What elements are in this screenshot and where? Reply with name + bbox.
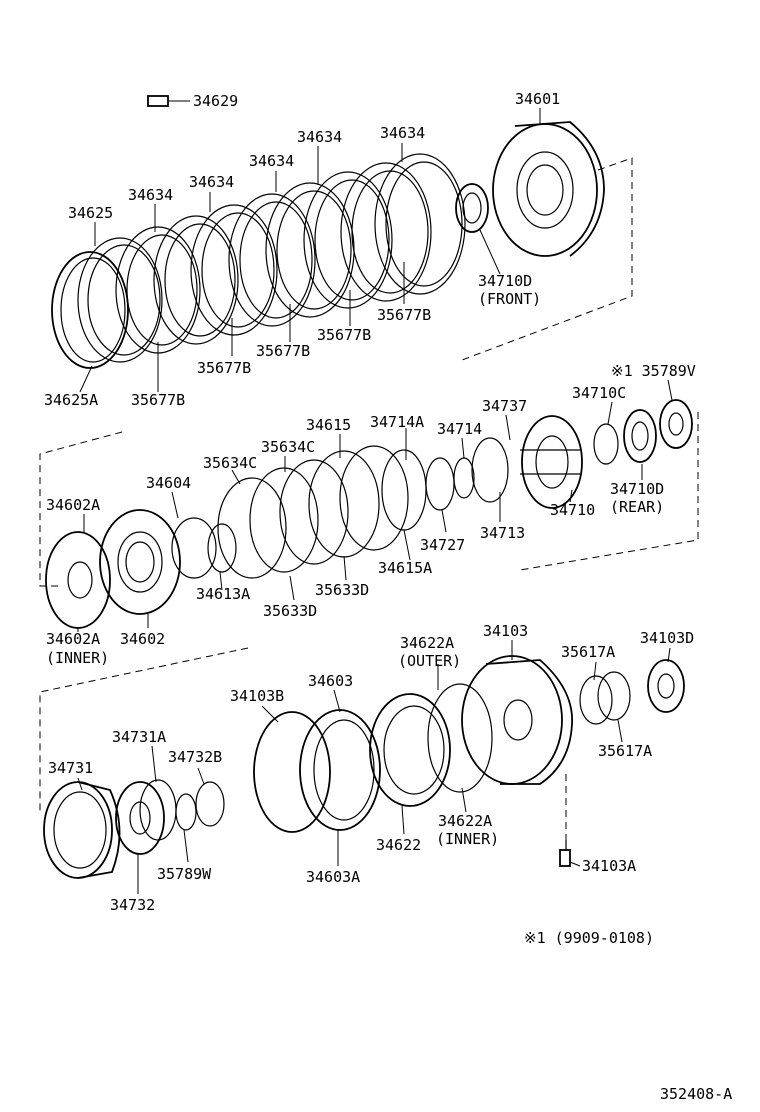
label-35633d-1: 35633D (315, 581, 369, 599)
label-34634-e: 34634 (128, 186, 173, 204)
label-34710d-front: 34710D (478, 272, 532, 290)
carrier-34710 (520, 415, 583, 509)
ring-34613a (207, 523, 237, 573)
washer-35789w (175, 793, 197, 831)
label-35634c-1: 35634C (261, 438, 315, 456)
label-34103: 34103 (483, 622, 528, 640)
label-34615: 34615 (306, 416, 351, 434)
label-34737: 34737 (482, 397, 527, 415)
clip-34629 (147, 95, 169, 107)
label-34602a-inner: 34602A (46, 630, 100, 648)
label-34713: 34713 (480, 524, 525, 542)
race-34727 (425, 457, 455, 511)
diagram-id: 352408-A (660, 1085, 732, 1103)
label-34634-a: 34634 (380, 124, 425, 142)
part-labels: 34629 34601 34634 34634 34634 34634 3463… (44, 90, 732, 1103)
bearing-34713 (471, 437, 509, 503)
label-34103a: 34103A (582, 857, 636, 875)
label-35677b-5: 35677B (131, 391, 185, 409)
ring-34622 (369, 693, 451, 807)
label-34634-c: 34634 (249, 152, 294, 170)
label-34622a-inner: 34622A (438, 812, 492, 830)
bearing-34710d-front (455, 183, 489, 233)
label-34634-d: 34634 (189, 173, 234, 191)
snap-ring-34103b (253, 711, 331, 833)
label-34613a: 34613A (196, 585, 250, 603)
label-34604: 34604 (146, 474, 191, 492)
label-35677b-4: 35677B (197, 359, 251, 377)
clutch-pack-group (51, 95, 633, 369)
bearing-34710d-rear (623, 409, 657, 463)
label-34731: 34731 (48, 759, 93, 777)
label-34714: 34714 (437, 420, 482, 438)
piston-group (39, 399, 699, 629)
washer-34710c (593, 423, 619, 465)
label-35789v: ※1 35789V (611, 362, 696, 380)
label-34727: 34727 (420, 536, 465, 554)
label-34629: 34629 (193, 92, 238, 110)
label-34710: 34710 (550, 501, 595, 519)
label-35677b-3: 35677B (256, 342, 310, 360)
label-rear: (REAR) (610, 498, 664, 516)
washer-35789v (659, 399, 693, 449)
clutch-drum-34601 (492, 121, 605, 257)
gear-34732 (115, 781, 165, 855)
clutch-plates (77, 153, 466, 363)
washer-34602a (45, 531, 111, 629)
plate-34603 (299, 709, 381, 831)
label-34731a: 34731A (112, 728, 166, 746)
label-inner-2: (INNER) (436, 830, 499, 848)
label-front: (FRONT) (478, 290, 541, 308)
ring-34731a (139, 779, 177, 841)
label-35677b-2: 35677B (317, 326, 371, 344)
label-34103d: 34103D (640, 629, 694, 647)
label-34732b: 34732B (168, 748, 222, 766)
label-34732: 34732 (110, 896, 155, 914)
label-inner-1: (INNER) (46, 649, 109, 667)
label-35789w: 35789W (157, 865, 212, 883)
footnote: ※1 (9909-0108) (524, 929, 654, 947)
label-34625: 34625 (68, 204, 113, 222)
rear-drum-group (39, 647, 685, 879)
hub-34731 (43, 781, 121, 879)
label-34602: 34602 (120, 630, 165, 648)
ring-35617a-a (579, 675, 613, 725)
label-34602a: 34602A (46, 496, 100, 514)
label-34601: 34601 (515, 90, 560, 108)
ring-35617a-b (597, 671, 631, 721)
piston-34602 (99, 509, 181, 615)
label-34622a-outer: 34622A (400, 634, 454, 652)
label-34622: 34622 (376, 836, 421, 854)
drum-34103 (461, 655, 573, 785)
washer-34103d (647, 659, 685, 713)
label-35617a-1: 35617A (561, 643, 615, 661)
label-35633d-2: 35633D (263, 602, 317, 620)
leader-lines (77, 100, 673, 894)
ring-34714 (453, 457, 475, 499)
snap-ring-34625a (51, 251, 129, 369)
label-outer: (OUTER) (398, 652, 461, 670)
ring-34622a (427, 683, 493, 793)
label-35617a-2: 35617A (598, 742, 652, 760)
label-34603: 34603 (308, 672, 353, 690)
label-34634-b: 34634 (297, 128, 342, 146)
label-34710c: 34710C (572, 384, 626, 402)
bearing-34732b (195, 781, 225, 827)
label-34714a: 34714A (370, 413, 424, 431)
spring-34604 (171, 517, 217, 579)
label-35677b-1: 35677B (377, 306, 431, 324)
label-35634c-2: 35634C (203, 454, 257, 472)
bolt-34103a (559, 840, 571, 867)
label-34615a: 34615A (378, 559, 432, 577)
label-34625a: 34625A (44, 391, 98, 409)
label-34103b: 34103B (230, 687, 284, 705)
label-34710d-rear: 34710D (610, 480, 664, 498)
label-34603a: 34603A (306, 868, 360, 886)
